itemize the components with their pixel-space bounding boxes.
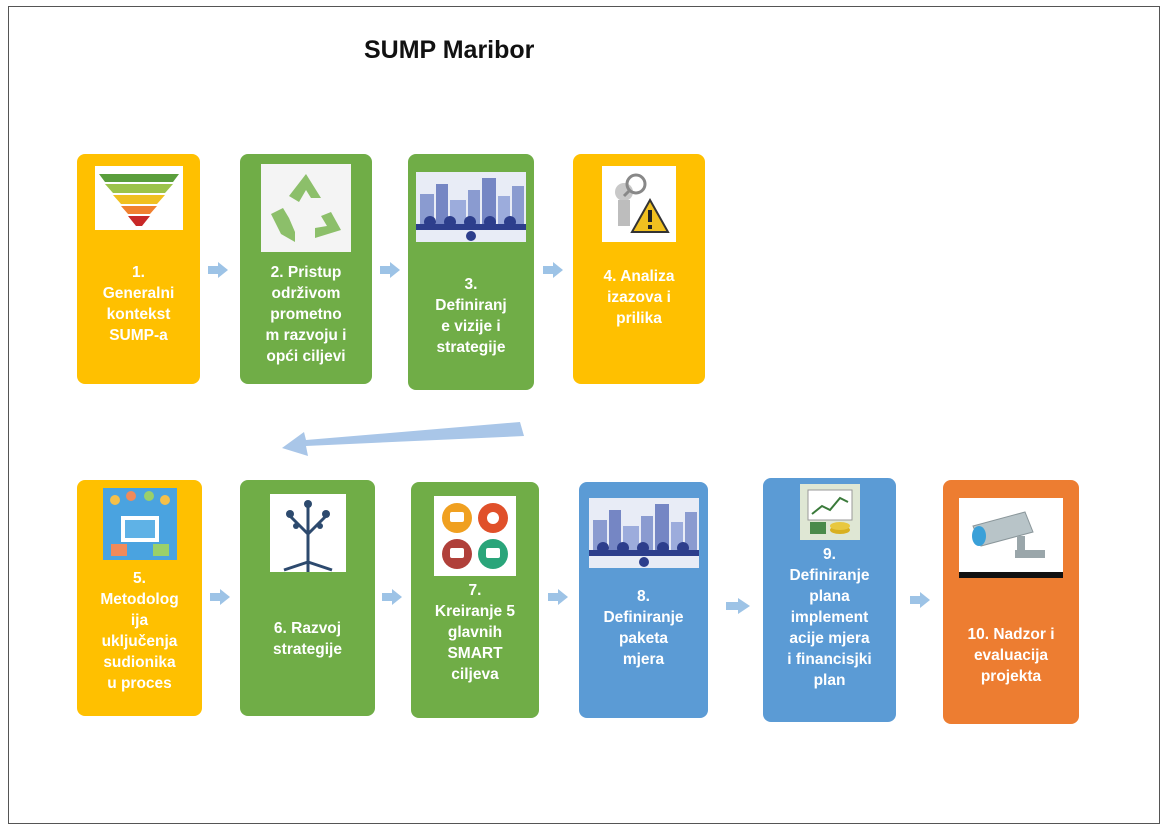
step-6-card: 6. Razvoj strategije: [240, 480, 375, 716]
step-4-card: 4. Analiza izazova i prilika: [573, 154, 705, 384]
diagram-title: SUMP Maribor: [364, 36, 535, 64]
city-transport-icon: [588, 498, 699, 568]
city-transport-icon: [416, 172, 526, 242]
step-3-card: 3. Definiranj e vizije i strategije: [408, 154, 534, 390]
arrow-right-icon: [382, 589, 402, 605]
warning-analysis-icon: [602, 166, 676, 242]
step-10-card: 10. Nadzor i evaluacija projekta: [943, 480, 1079, 724]
finance-chart-icon: [799, 484, 860, 540]
step-4-label: 4. Analiza izazova i prilika: [603, 268, 675, 327]
step-5-card: 5. Metodolog ija uključenja sudionika u …: [77, 480, 202, 716]
step-3-label: 3. Definiranj e vizije i strategije: [435, 276, 507, 356]
diagram-frame: [8, 6, 1160, 824]
arrow-right-icon: [543, 262, 563, 278]
step-2-label: 2. Pristup održivom prometno m razvoju i…: [265, 264, 347, 365]
arrow-right-icon: [910, 592, 930, 608]
arrow-right-icon: [208, 262, 228, 278]
arrow-right-icon: [726, 598, 750, 614]
transport-modes-icon: [434, 496, 516, 576]
step-8-card: 8. Definiranje paketa mjera: [579, 482, 708, 718]
step-6-label: 6. Razvoj strategije: [273, 620, 342, 658]
recycle-icon: [261, 164, 351, 252]
participants-icon: [102, 488, 177, 560]
step-5-label: 5. Metodolog ija uključenja sudionika u …: [100, 570, 179, 692]
step-8-label: 8. Definiranje paketa mjera: [603, 588, 684, 668]
arrow-back-icon: [282, 418, 526, 458]
step-1-card: 1. Generalni kontekst SUMP-a: [77, 154, 200, 384]
step-9-card: 9. Definiranje plana implement acije mje…: [763, 478, 896, 722]
camera-icon: [959, 498, 1063, 578]
step-7-card: 7. Kreiranje 5 glavnih SMART ciljeva: [411, 482, 539, 718]
step-2-card: 2. Pristup održivom prometno m razvoju i…: [240, 154, 372, 384]
step-1-label: 1. Generalni kontekst SUMP-a: [102, 264, 175, 344]
tree-network-icon: [269, 494, 346, 572]
arrow-right-icon: [548, 589, 568, 605]
step-9-label: 9. Definiranje plana implement acije mje…: [787, 546, 872, 689]
arrow-right-icon: [210, 589, 230, 605]
step-10-label: 10. Nadzor i evaluacija projekta: [967, 626, 1055, 685]
funnel-icon: [94, 166, 183, 230]
arrow-right-icon: [380, 262, 400, 278]
step-7-label: 7. Kreiranje 5 glavnih SMART ciljeva: [434, 582, 516, 683]
